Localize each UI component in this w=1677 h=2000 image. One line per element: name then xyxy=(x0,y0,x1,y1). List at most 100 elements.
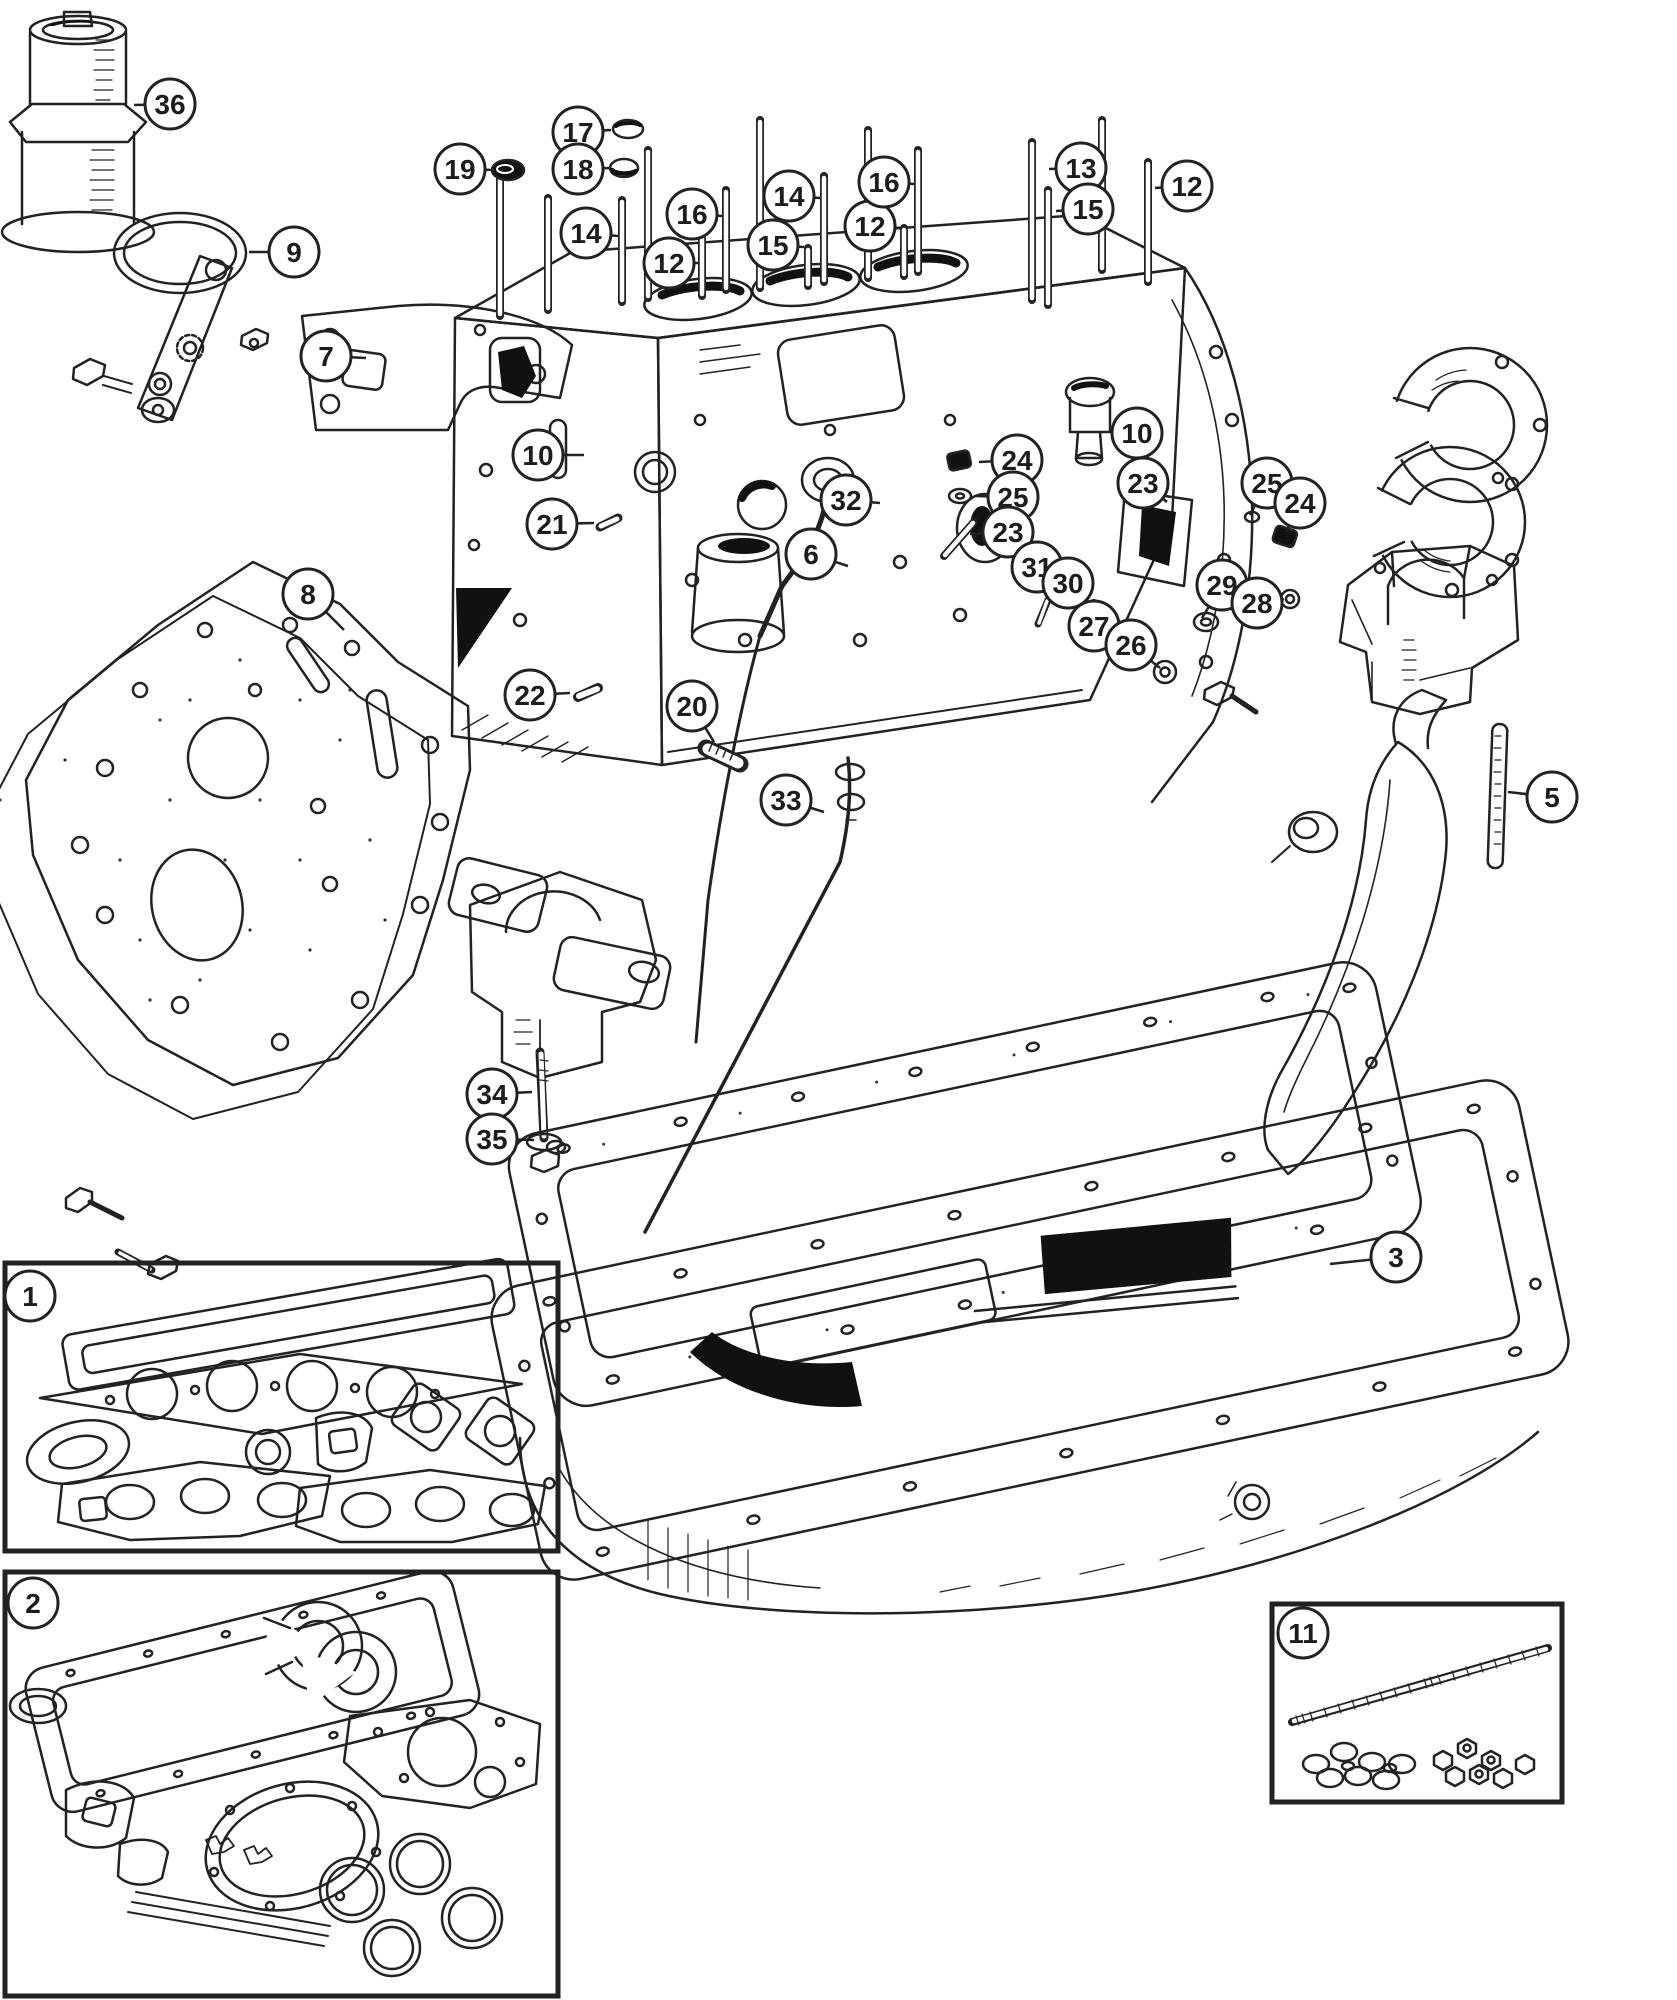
callout-number: 2 xyxy=(25,1588,41,1619)
kit-box-11 xyxy=(1269,1601,1565,1805)
callout-12-stud: 12 xyxy=(1154,159,1214,213)
leader-line xyxy=(834,560,849,568)
callout-16-stud: 16 xyxy=(665,187,723,241)
leader-line xyxy=(969,532,984,536)
callout-number: 10 xyxy=(1121,418,1152,449)
steady-arm-drawing xyxy=(71,254,270,424)
callout-9-liner-seal-ring: 9 xyxy=(249,225,321,279)
kit-boxes-layer xyxy=(2,1260,1565,1999)
callout-number: 15 xyxy=(1072,194,1103,225)
callout-30-bolt-small: 30 xyxy=(1041,556,1095,613)
leader-line xyxy=(809,806,825,814)
callout-number: 20 xyxy=(676,691,707,722)
callout-number: 23 xyxy=(992,517,1023,548)
callout-circle xyxy=(1041,556,1095,610)
callout-circle xyxy=(267,225,321,279)
callout-18-cup-plug: 18 xyxy=(551,142,611,196)
callout-circle xyxy=(299,329,353,383)
stud-kit-drawing xyxy=(1288,1644,1552,1791)
callout-number: 34 xyxy=(476,1079,508,1110)
callout-36-cylinder-liner: 36 xyxy=(133,77,197,131)
callout-number: 5 xyxy=(1544,782,1560,813)
leader-line xyxy=(1149,659,1161,669)
callout-circle xyxy=(1276,1606,1330,1660)
callout-circle xyxy=(143,77,197,131)
callout-circle xyxy=(746,218,800,272)
callout-15-stud: 15 xyxy=(746,218,805,272)
callout-circle xyxy=(1104,618,1158,672)
callout-number: 22 xyxy=(514,680,545,711)
liner-seal-ring-drawing xyxy=(112,211,248,295)
callout-33-dipstick-tube: 33 xyxy=(759,773,825,827)
callout-circle xyxy=(465,1112,519,1166)
callout-number: 35 xyxy=(476,1124,507,1155)
oil-pan-drawing xyxy=(490,1079,1570,1615)
callout-number: 6 xyxy=(803,539,819,570)
leader-line xyxy=(350,356,367,360)
callout-circle xyxy=(551,142,605,196)
callout-number: 12 xyxy=(854,211,885,242)
callout-number: 14 xyxy=(570,218,602,249)
leader-line xyxy=(870,500,881,505)
callout-circle xyxy=(559,206,613,260)
callout-28-ring: 28 xyxy=(1230,576,1285,630)
callout-circle xyxy=(525,497,579,551)
callout-16-stud: 16 xyxy=(857,155,915,209)
callout-5-packing-strip: 5 xyxy=(1507,770,1579,824)
callout-circle xyxy=(857,155,911,209)
callout-number: 19 xyxy=(444,154,475,185)
callout-21-dowel-pin: 21 xyxy=(525,497,595,551)
callout-1-top-gasket-set: 1 xyxy=(3,1269,57,1323)
callout-circle xyxy=(642,236,696,290)
callout-7-bracket-gasket: 7 xyxy=(299,329,367,383)
sump-gasket-drawing xyxy=(507,961,1422,1408)
callout-14-stud: 14 xyxy=(762,169,821,223)
leader-line xyxy=(324,610,345,631)
callout-number: 9 xyxy=(286,237,302,268)
callout-number: 21 xyxy=(536,509,567,540)
leader-line xyxy=(1200,605,1211,619)
leader-line xyxy=(516,1090,533,1095)
callout-35-washer: 35 xyxy=(465,1112,535,1166)
callout-20-threaded-plug: 20 xyxy=(665,679,719,743)
callout-circle xyxy=(1525,770,1579,824)
leader-line xyxy=(703,726,716,743)
callout-number: 10 xyxy=(522,440,553,471)
callout-circle xyxy=(3,1269,57,1323)
callout-number: 16 xyxy=(676,199,707,230)
callout-circle xyxy=(762,169,816,223)
callout-19-core-plug-small: 19 xyxy=(433,142,495,196)
callout-circle xyxy=(665,187,719,241)
callout-number: 1 xyxy=(22,1281,38,1312)
callout-3-sump-gasket: 3 xyxy=(1329,1230,1423,1284)
callout-number: 33 xyxy=(770,785,801,816)
callout-number: 12 xyxy=(653,248,684,279)
callout-circle xyxy=(503,668,557,722)
callout-number: 24 xyxy=(1284,488,1316,519)
callout-circle xyxy=(1369,1230,1423,1284)
callout-22-dowel: 22 xyxy=(503,668,571,722)
callout-circle xyxy=(511,428,565,482)
callout-17-cap-plug: 17 xyxy=(551,105,612,159)
cylinder-liner-drawing xyxy=(0,10,156,254)
callout-number: 27 xyxy=(1078,611,1109,642)
callout-8-front-engine-plate: 8 xyxy=(281,567,345,631)
callout-10-plug-bolt: 10 xyxy=(1109,406,1164,460)
bearing-cap-drawing xyxy=(1338,544,1520,716)
leader-line xyxy=(554,691,571,696)
callout-12-stud: 12 xyxy=(843,199,901,253)
callout-11-stud-and-nut-kit: 11 xyxy=(1276,1606,1330,1660)
callout-circle xyxy=(6,1576,60,1630)
callout-circle xyxy=(1116,456,1170,510)
callout-number: 7 xyxy=(318,341,334,372)
callout-number: 13 xyxy=(1065,153,1096,184)
callout-circle xyxy=(759,773,813,827)
callout-number: 16 xyxy=(868,167,899,198)
callout-circle xyxy=(1160,159,1214,213)
callout-number: 24 xyxy=(1001,445,1033,476)
callout-circle xyxy=(784,527,838,581)
thrust-washers-drawing xyxy=(1356,346,1549,599)
